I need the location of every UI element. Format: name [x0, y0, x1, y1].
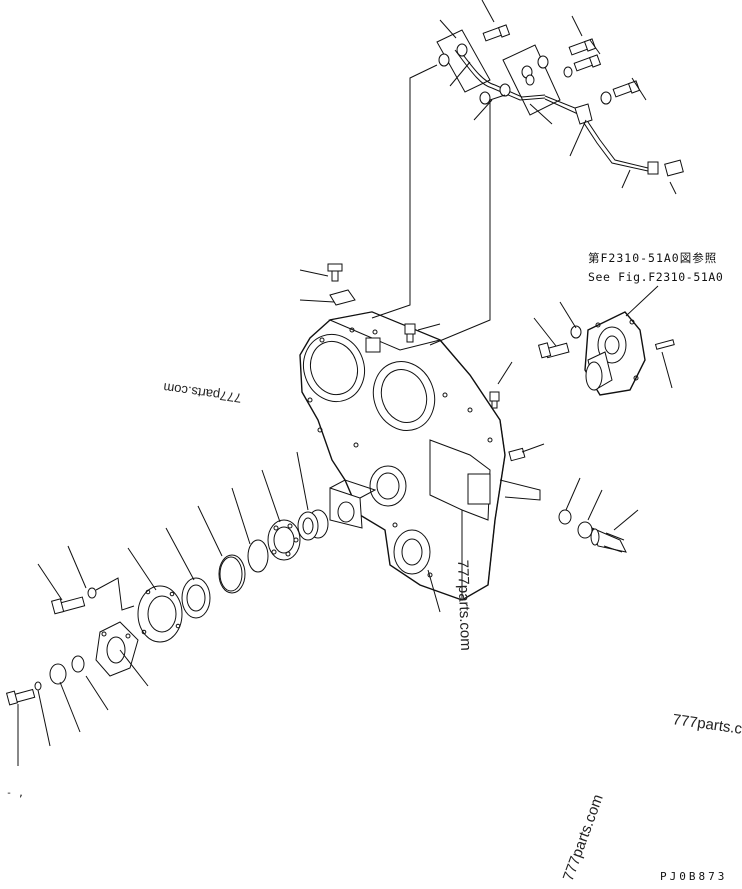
bolt-top-1 [482, 24, 511, 42]
small-parts-top [327, 263, 541, 501]
corner-mark: - , [6, 788, 24, 799]
gear-case-housing [299, 311, 506, 601]
bolt-top-4 [612, 80, 641, 98]
watermark-vertical: 777parts.com [454, 560, 474, 651]
reference-note-jp: 第F2310-51A0図参照 [588, 251, 717, 265]
pipe-assembly [436, 24, 684, 177]
sensor-parts [558, 509, 627, 553]
leader-lines [17, 0, 677, 766]
watermark-upside-down: 777parts.com [162, 380, 242, 406]
reference-note: 第F2310-51A0図参照 See Fig.F2310-51A0 [588, 251, 723, 284]
watermark-bottom: 777parts.com [560, 792, 607, 883]
left-exploded-stack [5, 479, 377, 706]
drawing-code: PJ0B873 [660, 870, 727, 883]
output-flange [537, 311, 675, 396]
bolt-top-2 [568, 38, 597, 56]
reference-note-en: See Fig.F2310-51A0 [588, 270, 723, 284]
watermark-right-edge: 777parts.com [671, 711, 742, 740]
bolt-top-3 [573, 54, 602, 72]
guide-lines [371, 64, 506, 346]
